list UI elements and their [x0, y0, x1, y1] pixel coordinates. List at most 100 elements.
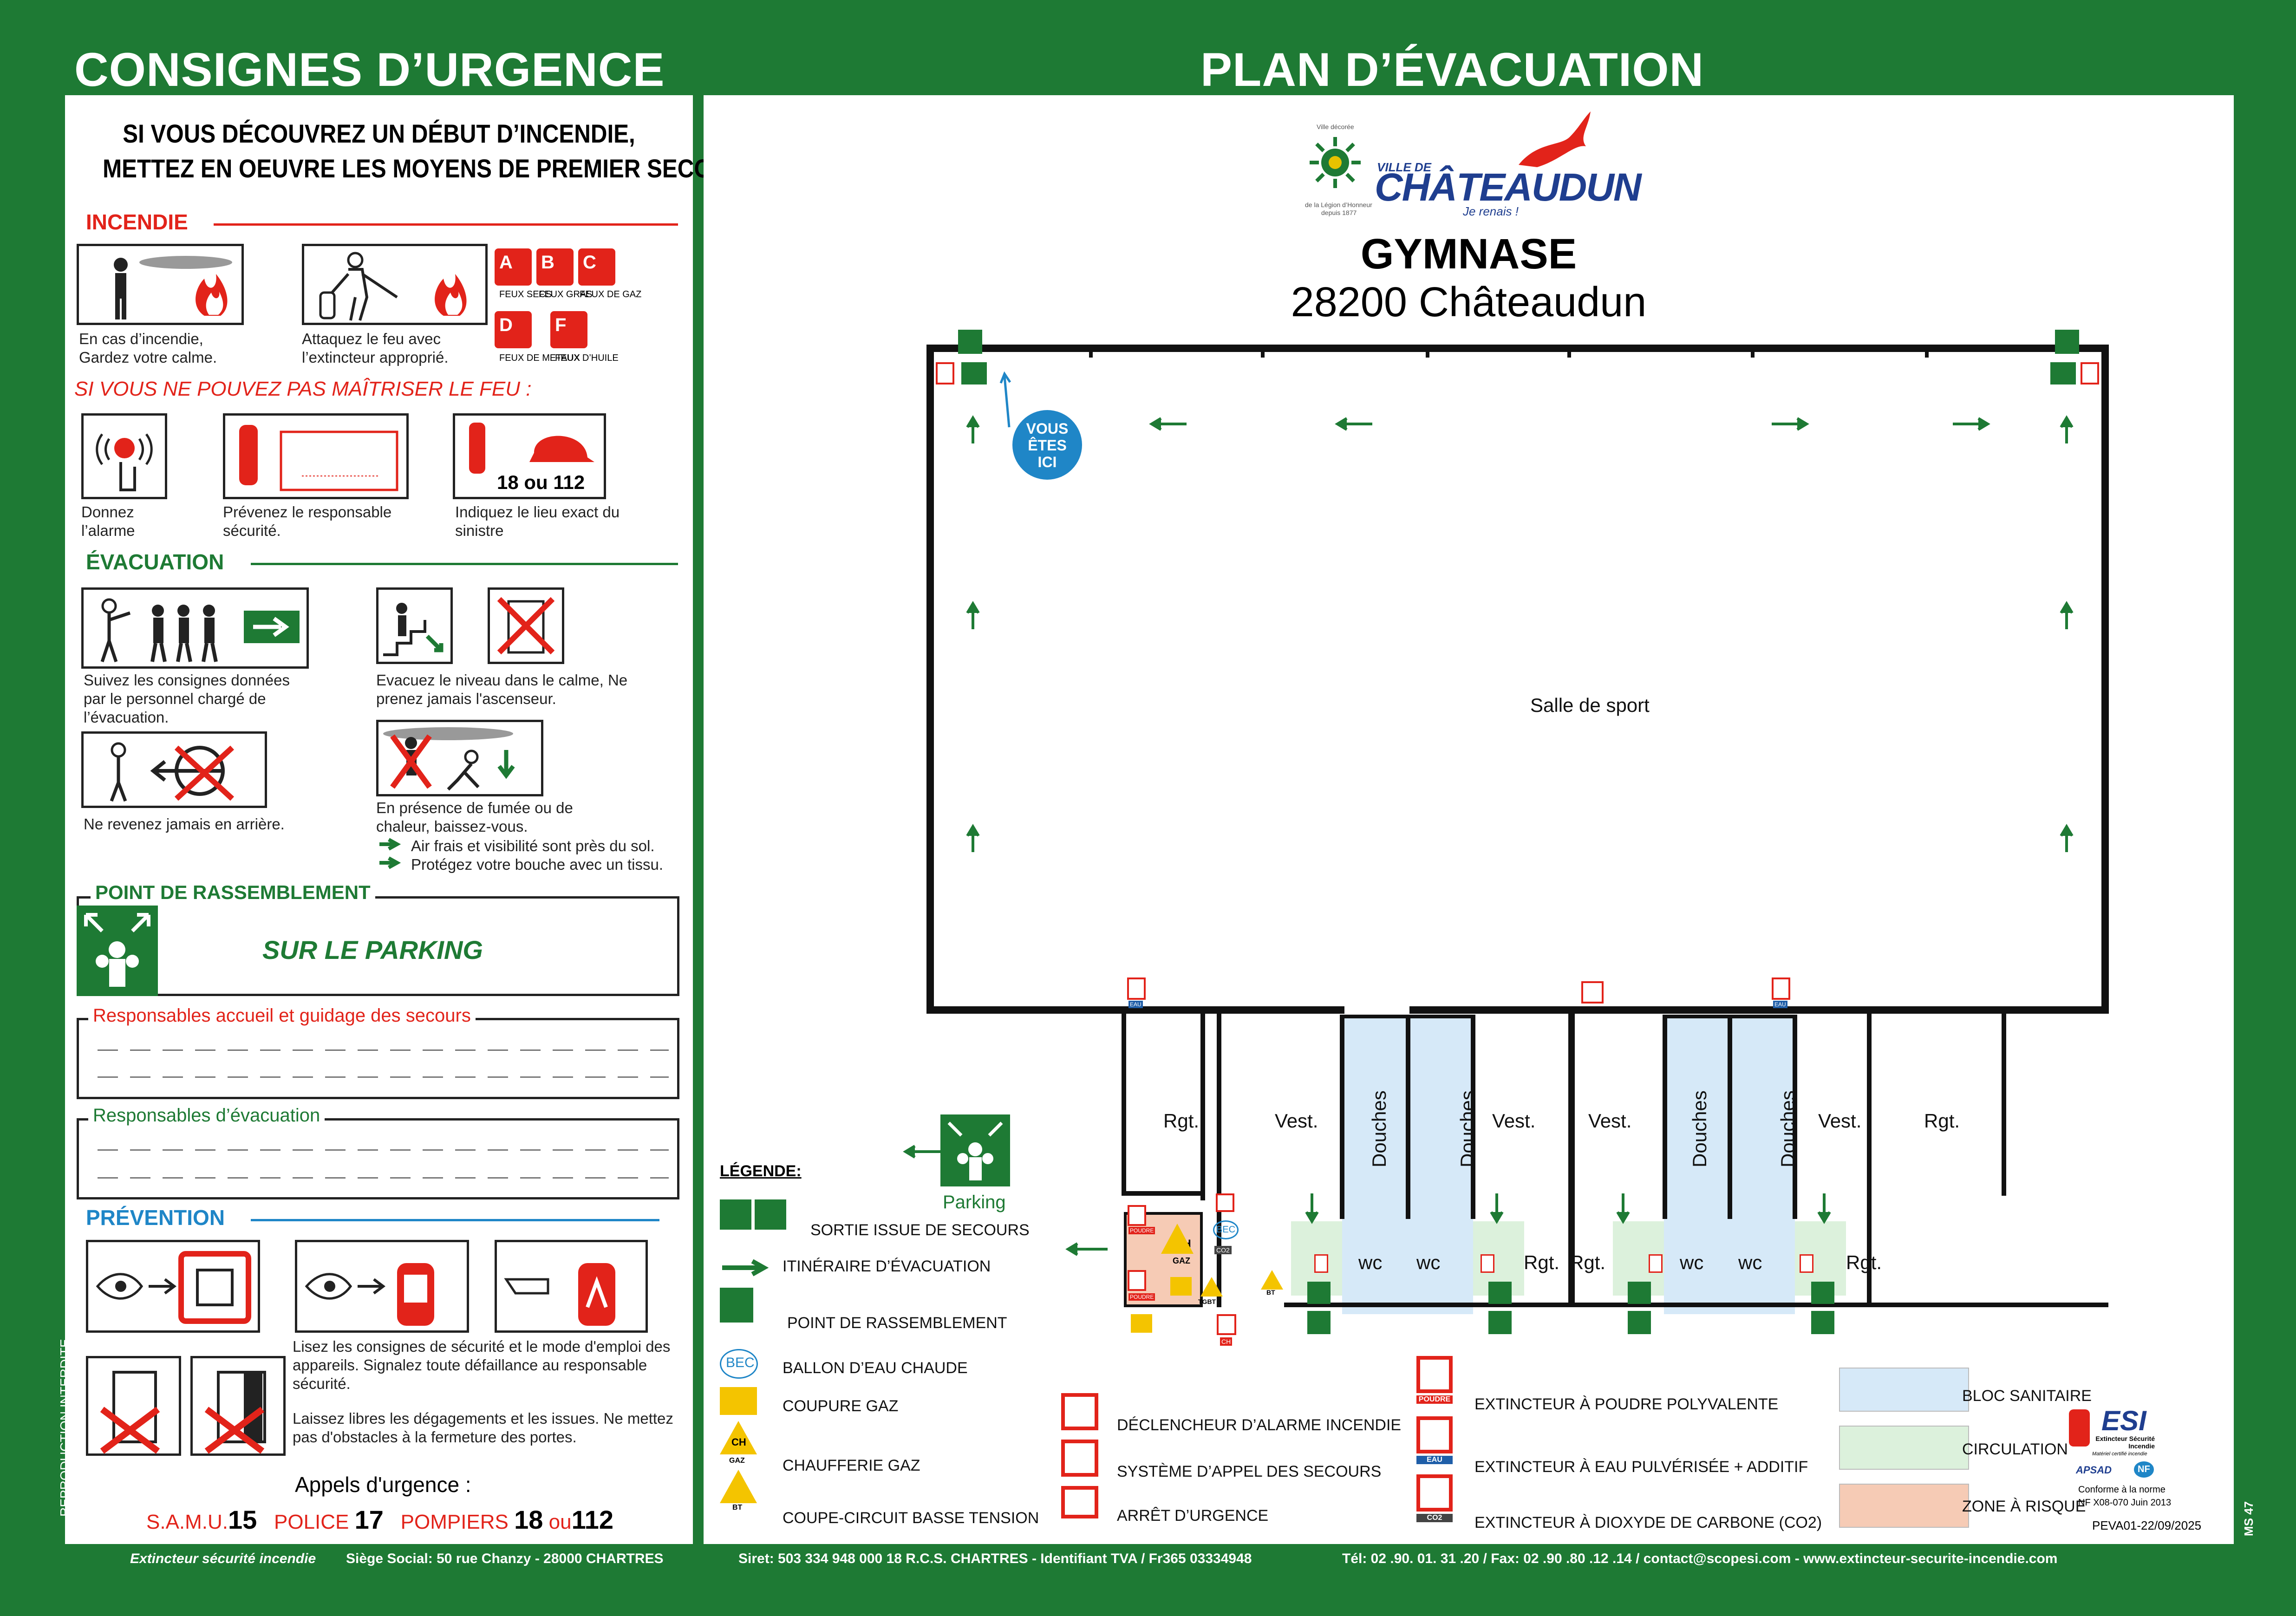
stop-button-icon — [1217, 1314, 1236, 1335]
logo-small-1: Ville décorée — [1317, 123, 1354, 130]
inner-wall — [1122, 1191, 1205, 1196]
extinguisher-eau-2 — [1772, 977, 1790, 1000]
bottom-wall-left — [926, 1006, 1344, 1014]
you-are-here-marker — [1012, 410, 1082, 480]
level-caption: Evacuez le niveau dans le calme, Ne pren… — [376, 671, 628, 707]
firefighter-phone-icon — [469, 423, 594, 474]
blocked-door-icon — [100, 1371, 160, 1454]
location-pictogram: 18 ou 112 — [453, 413, 606, 499]
alarm-trigger-left — [936, 362, 954, 384]
resp-evac-line-1 — [98, 1149, 669, 1151]
ou-label: ou — [548, 1511, 572, 1533]
police-label: POLICE — [274, 1511, 349, 1533]
norm-line-1: Conforme à la norme — [2078, 1485, 2166, 1495]
resp-evac-line-2 — [98, 1177, 669, 1179]
legend-risque-swatch — [1839, 1484, 1969, 1528]
legend-route-arrow-icon — [722, 1259, 769, 1277]
phone-notify-icon — [239, 425, 398, 491]
main-room-label: Salle de sport — [1530, 694, 1650, 716]
inner-wall — [1568, 1010, 1575, 1307]
alarm-trigger-bottom-1 — [1314, 1254, 1328, 1273]
bec-tag: BEC — [1213, 1220, 1239, 1239]
legend-co2-tag: CO2 — [1416, 1514, 1453, 1522]
exit-bottom-1 — [1307, 1311, 1331, 1334]
resp-evac-box — [77, 1118, 679, 1199]
poudre-tag-1: POUDRE — [1128, 1227, 1155, 1234]
room-wc-2: wc — [1416, 1251, 1441, 1273]
legend-bec-tag: BEC — [726, 1355, 755, 1370]
fire-class-b: B — [536, 248, 574, 286]
wall-tick — [1567, 345, 1571, 358]
pompiers-label: POMPIERS — [400, 1511, 509, 1533]
inner-wall — [1867, 1303, 2108, 1307]
exit-door-icon-left — [961, 362, 987, 384]
notify-caption: Prévenez le responsable sécurité. — [223, 503, 392, 539]
call-system-icon — [1581, 981, 1604, 1003]
blocked-exit-icon — [204, 1371, 266, 1454]
footer-contact: Tél: 02 .90. 01. 31 .20 / Fax: 02 .90 .8… — [1342, 1551, 2058, 1566]
emergency-numbers-label: 18 ou 112 — [497, 471, 585, 493]
inner-wall — [1200, 1010, 1205, 1200]
arrow-tip2-icon — [379, 856, 401, 869]
fire-class-c-label: FEUX DE GAZ — [580, 289, 642, 300]
parking-assembly-icon — [940, 1114, 1010, 1186]
legend-item-stop: ARRÊT D’URGENCE — [1117, 1507, 1269, 1525]
extinguisher-operator-icon — [319, 252, 467, 321]
legend-gascut-icon — [720, 1387, 757, 1415]
smoke-tip-2: Protégez votre bouche avec un tissu. — [411, 856, 663, 873]
legend-exit-door-icon — [720, 1199, 751, 1230]
intro-line-1: SI VOUS DÉCOUVREZ UN DÉBUT D’INCENDIE, — [123, 119, 635, 148]
logo-small-2: de la Légion d’Honneur — [1305, 201, 1372, 209]
eye-extinguisher-pictogram — [295, 1240, 469, 1333]
room-wc-3: wc — [1680, 1251, 1704, 1273]
no-elevator-icon — [497, 597, 555, 655]
gas-cut-icon — [1131, 1314, 1152, 1333]
bt-tag: BT — [1266, 1289, 1275, 1296]
legend-item-risque: ZONE À RISQUE — [1962, 1498, 2086, 1515]
location-caption: Indiquez le lieu exact du sinistre — [455, 503, 620, 539]
inner-wall — [1471, 1015, 1475, 1219]
apsad-logo: APSAD — [2076, 1464, 2112, 1476]
resp-accueil-title: Responsables accueil et guidage des seco… — [88, 1005, 476, 1026]
logo-slogan: Je renais ! — [1463, 204, 1519, 218]
fire-class-d: D — [495, 311, 532, 348]
inner-wall — [1793, 1015, 1797, 1219]
legend-item-circulation: CIRCULATION — [1962, 1440, 2068, 1458]
legend-gaz-tag: GAZ — [729, 1457, 745, 1465]
legend-item-bt: COUPE-CIRCUIT BASSE TENSION — [783, 1509, 1039, 1527]
room-vest-4: Vest. — [1818, 1110, 1862, 1132]
notify-pictogram — [223, 413, 409, 499]
fire-class-f-label: FEUX D’HUILE — [555, 353, 619, 363]
top-wall — [926, 345, 2108, 352]
fire-class-d-label: FEUX DE METAUX — [499, 353, 581, 363]
resp-accueil-box — [77, 1018, 679, 1099]
esi-tag: Matériel certifié incendie — [2092, 1451, 2147, 1457]
assembly-icon — [77, 906, 158, 996]
wall-tick — [1751, 345, 1755, 358]
pompiers-number: 18 — [514, 1505, 543, 1534]
legend-call-icon — [1061, 1440, 1098, 1477]
wall-tick — [1089, 345, 1093, 358]
inner-wall — [1340, 1015, 1344, 1219]
inner-wall — [1406, 1015, 1410, 1219]
fire-class-c: C — [578, 248, 615, 286]
calm-caption: En cas d’incendie, Gardez votre calme. — [79, 330, 217, 366]
co2-tag: CO2 — [1214, 1246, 1232, 1254]
alarm-pictogram — [81, 413, 167, 499]
exit-sign-top-left — [958, 330, 982, 354]
legend-item-assembly: POINT DE RASSEMBLEMENT — [787, 1314, 1007, 1332]
legend-co2-icon — [1416, 1474, 1453, 1512]
eau-tag-1: EAU — [1128, 1001, 1143, 1008]
fire-class-a-label: FEUX SECS — [499, 289, 552, 300]
legend-bec-icon — [720, 1349, 758, 1379]
exit-bottom-2 — [1488, 1311, 1512, 1334]
no-obstacle-door-pictogram — [86, 1356, 181, 1456]
right-header: PLAN D’ÉVACUATION — [1200, 43, 1704, 96]
alarm-trigger-bottom-2 — [1481, 1254, 1494, 1273]
legend-item-eau: EXTINCTEUR À EAU PULVÉRISÉE + ADDITIF — [1474, 1458, 1808, 1476]
legend-title: LÉGENDE: — [720, 1162, 802, 1180]
bottom-wall-right — [1409, 1006, 2109, 1014]
you-are-here-1: VOUS — [1026, 420, 1069, 437]
exit-bottom-4 — [1811, 1311, 1834, 1334]
legend-item-gascut: COUPURE GAZ — [783, 1397, 899, 1415]
